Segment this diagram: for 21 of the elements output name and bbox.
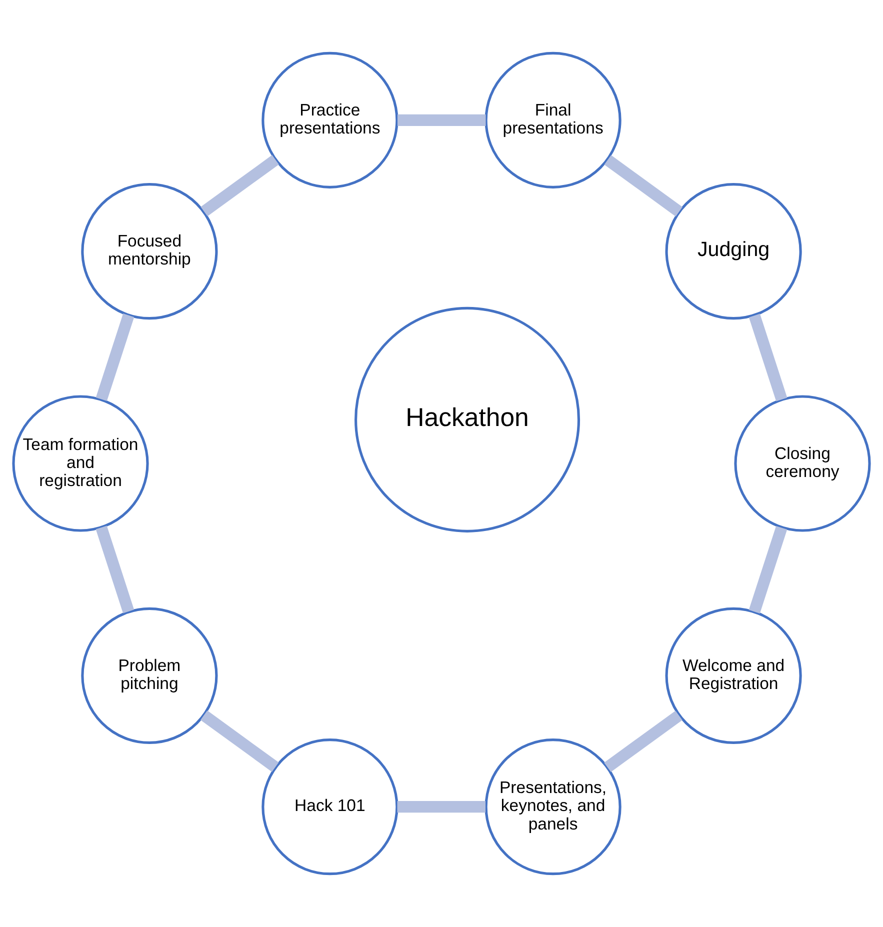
node-circle: Judging (665, 183, 802, 320)
node-circle: Practice presentations (262, 52, 398, 188)
node-circle: Hackathon (354, 306, 580, 532)
node-circle: Team formation and registration (12, 395, 149, 532)
connector (397, 114, 486, 126)
node-circle: Focused mentorship (81, 183, 218, 320)
connector (96, 526, 134, 614)
connector (200, 155, 279, 216)
node-circle: Closing ceremony (734, 395, 871, 532)
connector (748, 314, 788, 402)
node-circle: Presentations, keynotes, and panels (484, 738, 622, 876)
node-circle: Problem pitching (81, 607, 218, 744)
node-circle: Final presentations (484, 52, 622, 188)
connector (200, 710, 279, 772)
node-circle: Welcome and Registration (665, 607, 802, 744)
connector (397, 801, 486, 813)
connector (604, 155, 682, 216)
connector (96, 314, 134, 402)
node-circle: Hack 101 (262, 738, 398, 876)
connector (604, 710, 682, 772)
connector (748, 526, 788, 614)
